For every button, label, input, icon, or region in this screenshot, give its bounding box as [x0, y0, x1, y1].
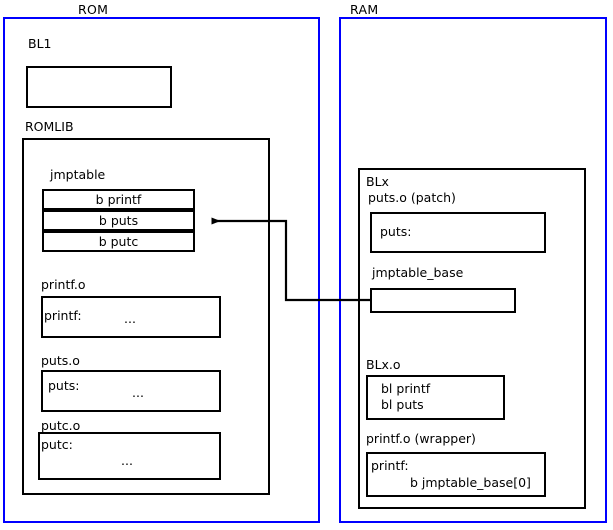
romlib-object-1-box: [41, 370, 221, 412]
jmptable-label: jmptable: [50, 167, 106, 182]
romlib-object-1-symbol: puts:: [48, 378, 80, 393]
romlib-object-0-label: printf.o: [41, 277, 86, 292]
bl1-label: BL1: [28, 36, 52, 51]
jmptable-base-label: jmptable_base: [372, 265, 464, 280]
romlib-object-0-symbol: printf:: [44, 308, 82, 323]
jmptable-entry-2: b putc: [42, 231, 195, 252]
blx-o-line-0: bl printf: [381, 381, 431, 396]
romlib-object-0-body: ...: [124, 311, 136, 326]
wrapper-box: [366, 452, 546, 497]
blx-label: BLx: [366, 174, 389, 189]
jmptable-base-box: [370, 288, 516, 313]
romlib-object-0-box: [41, 296, 221, 338]
blx-o-label: BLx.o: [366, 357, 401, 372]
jmptable-entry-0: b printf: [42, 189, 195, 210]
romlib-object-1-body: ...: [132, 385, 144, 400]
romlib-object-2-box: [38, 432, 221, 480]
wrapper-instruction: b jmptable_base[0]: [410, 475, 531, 490]
blx-patch-box: [370, 212, 546, 253]
romlib-object-2-body: ...: [121, 453, 133, 468]
blx-patch-label: puts.o (patch): [368, 190, 456, 205]
wrapper-label: printf.o (wrapper): [366, 431, 476, 446]
blx-o-line-1: bl puts: [381, 397, 424, 412]
ram-region-label: RAM: [350, 2, 379, 17]
romlib-object-2-symbol: putc:: [41, 437, 73, 452]
jmptable-entry-1: b puts: [42, 210, 195, 231]
blx-o-box: [366, 375, 505, 420]
rom-region-label: ROM: [78, 2, 109, 17]
blx-patch-symbol: puts:: [380, 224, 412, 239]
bl1-box: [26, 66, 172, 108]
romlib-object-2-label: putc.o: [41, 418, 81, 433]
romlib-object-1-label: puts.o: [41, 353, 80, 368]
wrapper-symbol: printf:: [371, 458, 409, 473]
romlib-label: ROMLIB: [25, 119, 74, 134]
